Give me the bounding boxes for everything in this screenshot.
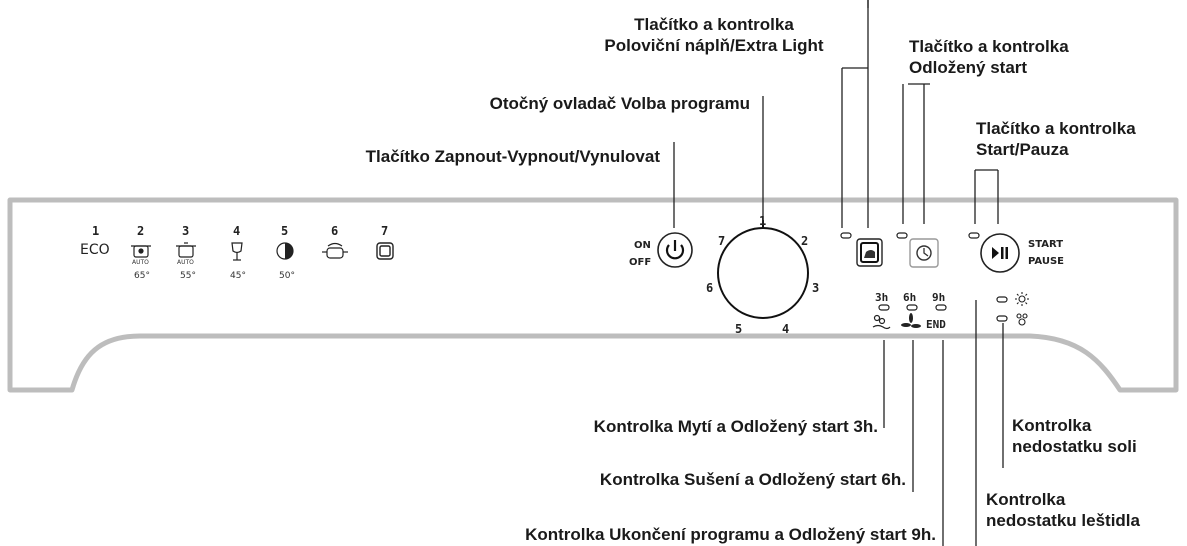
delay-start-button-target[interactable] [910,239,938,267]
delay-start-led [896,232,908,239]
program-temp-2: 65° [134,271,150,281]
start-pause-led [968,232,980,239]
power-off-label: OFF [629,257,652,268]
delay-led-6h-label: 6h [903,291,917,304]
dry-fan-icon [901,313,921,328]
program-number-3: 3 [182,224,190,238]
callout-salt-led: Kontrolka nedostatku soli [1012,416,1137,456]
program-auto-label-3: AUTO [177,259,194,266]
rinse-aid-icon [1015,292,1029,306]
start-label: START [1028,239,1064,250]
callout-program-knob: Otočný ovladač Volba programu [489,94,750,113]
glass-icon [231,242,243,261]
rinse-pot-icon [322,242,348,259]
callout-dry-led: Kontrolka Sušení a Odložený start 6h. [599,470,906,489]
program-number-7: 7 [381,224,389,238]
callout-wash-led: Kontrolka Mytí a Odložený start 3h. [593,417,878,436]
callout-half-load: Tlačítko a kontrolka Poloviční náplň/Ext… [604,15,824,55]
program-number-4: 4 [233,224,241,238]
pot-auto-icon [176,242,196,258]
start-pause-button [980,233,1020,273]
program-auto-label-2: AUTO [132,259,149,266]
power-icon [665,244,685,260]
panel-outline [7,197,1179,393]
power-on-label: ON [634,240,651,251]
dial-number-1: 1 [759,214,767,228]
callout-end-led: Kontrolka Ukončení programu a Odložený s… [525,525,936,544]
dial-number-5: 5 [735,322,743,336]
program-dial-control[interactable] [718,228,808,318]
power-button[interactable] [658,233,692,267]
wash-icon [872,314,891,330]
play-pause-icon [992,247,999,259]
half-load-led [840,232,852,239]
delay-led-9h-label: 9h [932,291,946,304]
start-pause-button-target[interactable] [981,234,1019,272]
program-number-1: 1 [92,224,100,238]
program-temp-5: 50° [279,271,295,281]
half-load-icon [864,250,875,258]
dial-number-2: 2 [801,234,809,248]
pot-auto-icon [131,245,151,258]
callout-delay-start: Tlačítko a kontrolka Odložený start [909,37,1069,77]
callout-rinse-led: Kontrolka nedostatku leštidla [986,490,1140,530]
extra-icon [376,242,394,260]
pause-label: PAUSE [1028,256,1064,267]
delay-led-3h-label: 3h [875,291,889,304]
callout-on-off: Tlačítko Zapnout-Vypnout/Vynulovat [365,147,660,166]
half-load-button-target[interactable] [857,239,882,266]
dial-number-7: 7 [718,234,726,248]
program-eco-label: ECO [80,242,110,258]
dial-number-6: 6 [706,281,714,295]
program-number-6: 6 [331,224,339,238]
dial-number-4: 4 [782,322,790,336]
salt-icon [1016,313,1028,326]
dial-number-3: 3 [812,281,820,295]
quick-clock-icon [276,242,294,260]
program-number-5: 5 [281,224,289,238]
program-temp-4: 45° [230,271,246,281]
callout-start-pause: Tlačítko a kontrolka Start/Pauza [976,119,1136,159]
leader-lines [673,0,1004,546]
clock-icon [916,245,932,261]
program-temp-3: 55° [180,271,196,281]
program-number-2: 2 [137,224,145,238]
end-label: END [926,318,946,331]
